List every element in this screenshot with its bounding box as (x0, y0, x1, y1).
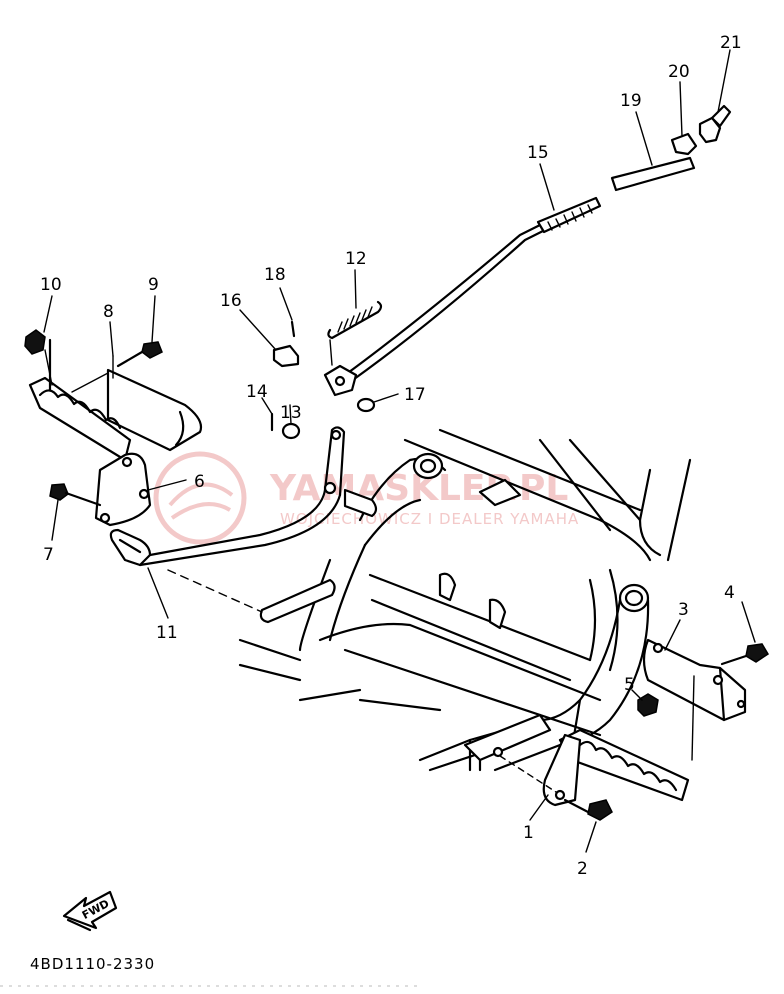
callout-12: 12 (345, 249, 367, 269)
callout-6: 6 (194, 472, 205, 492)
leader-lines (43, 49, 756, 853)
fwd-arrow-icon: FWD (62, 890, 118, 932)
left-footrest (24, 329, 203, 527)
callout-18: 18 (264, 265, 286, 285)
right-footrest (499, 638, 770, 821)
callout-20: 20 (668, 62, 690, 82)
brake-pedal (109, 426, 346, 567)
callout-10: 10 (40, 275, 62, 295)
callout-5: 5 (624, 675, 635, 695)
callout-2: 2 (577, 859, 588, 879)
callout-19: 19 (620, 91, 642, 111)
brake-rod (323, 104, 732, 397)
callout-21: 21 (720, 33, 742, 53)
callouts: 1 2 3 4 5 6 7 8 9 10 11 12 13 14 15 16 1… (40, 33, 742, 879)
watermark-subtitle: WOJCIECHOWICZ I DEALER YAMAHA (280, 510, 579, 528)
callout-3: 3 (678, 600, 689, 620)
callout-13: 13 (280, 403, 302, 423)
watermark-logo-icon (153, 451, 247, 545)
callout-4: 4 (724, 583, 735, 603)
small-parts (270, 300, 383, 440)
callout-8: 8 (103, 302, 114, 322)
callout-9: 9 (148, 275, 159, 295)
callout-1: 1 (523, 823, 534, 843)
callout-7: 7 (43, 545, 54, 565)
frame (167, 428, 692, 772)
callout-15: 15 (527, 143, 549, 163)
callout-11: 11 (156, 623, 178, 643)
diagram-code: 4BD1110-2330 (30, 955, 155, 973)
callout-16: 16 (220, 291, 242, 311)
callout-14: 14 (246, 382, 268, 402)
callout-17: 17 (404, 385, 426, 405)
